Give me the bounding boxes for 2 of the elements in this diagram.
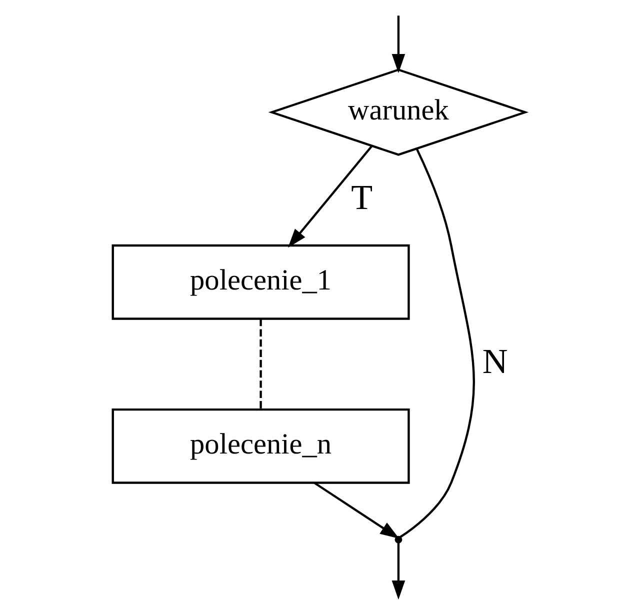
edge-label: N xyxy=(482,342,508,382)
edge-label: T xyxy=(351,178,373,218)
